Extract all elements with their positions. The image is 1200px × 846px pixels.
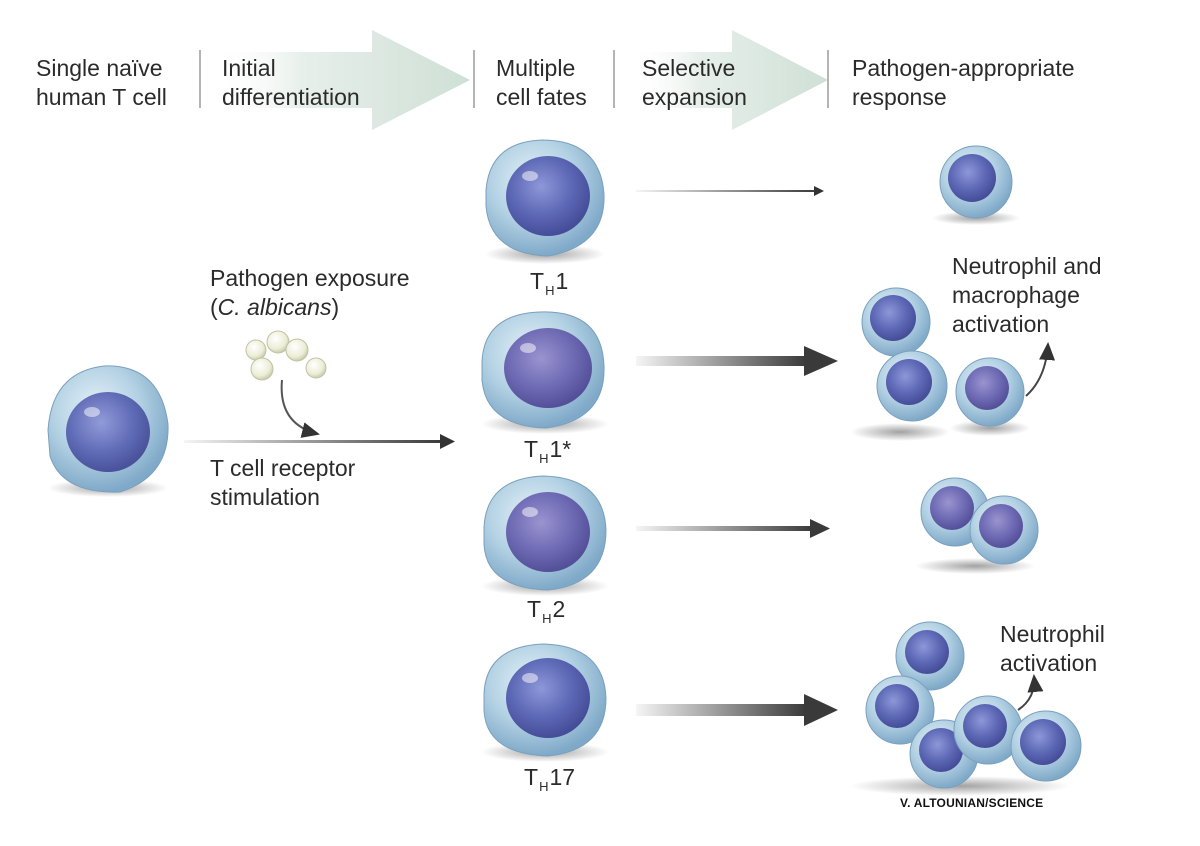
fate-label-th1star: TH1*: [524, 436, 572, 466]
header-pathogen-response: Pathogen-appropriate response: [852, 55, 1075, 110]
tcr-stimulation-label: T cell receptor stimulation: [210, 455, 356, 510]
expansion-arrow-th1star: [636, 346, 838, 376]
fate-cell-th1: [485, 139, 605, 264]
activation-arrow-th17: [1017, 674, 1044, 711]
header-initial-differentiation: Initial differentiation: [222, 55, 360, 110]
fate-cell-th2: [481, 475, 609, 596]
fate-cell-th1star: [481, 311, 609, 434]
expansion-arrow-th2: [636, 519, 830, 538]
expansion-arrow-th1: [636, 186, 824, 196]
header-arrow-differentiation: [212, 30, 470, 130]
image-credit: V. ALTOUNIAN/SCIENCE: [900, 796, 1044, 810]
pathogen-name: (C. albicans): [210, 294, 340, 320]
fate-label-th17: TH17: [524, 764, 576, 794]
header-selective-expansion: Selective expansion: [642, 55, 747, 110]
stimulation-arrow-shaft: [184, 440, 442, 443]
response-cells-th1: [932, 145, 1020, 225]
header-naive-cell: Single naïve human T cell: [36, 55, 167, 110]
naive-t-cell: [47, 365, 169, 497]
exposure-arrow: [280, 379, 320, 438]
fate-cell-th17: [481, 643, 609, 762]
header-multiple-fates: Multiple cell fates: [496, 55, 587, 110]
response-label-th17: Neutrophil activation: [1000, 621, 1105, 676]
fate-label-th2: TH2: [527, 596, 566, 626]
fate-label-th1: TH1: [530, 268, 569, 298]
pathogen-cluster: [245, 330, 327, 381]
stimulation-arrow-head: [440, 434, 455, 449]
response-label-th1star: Neutrophil and macrophage activation: [952, 253, 1102, 337]
activation-arrow-th1star: [1025, 342, 1056, 397]
header-arrow-expansion: [630, 30, 828, 130]
response-cells-th1star: [850, 287, 1030, 441]
expansion-arrow-th17: [636, 694, 838, 726]
pathogen-exposure-label: Pathogen exposure (C. albicans): [210, 265, 410, 320]
response-cells-th17: [850, 621, 1082, 796]
response-cells-th2: [915, 477, 1039, 574]
